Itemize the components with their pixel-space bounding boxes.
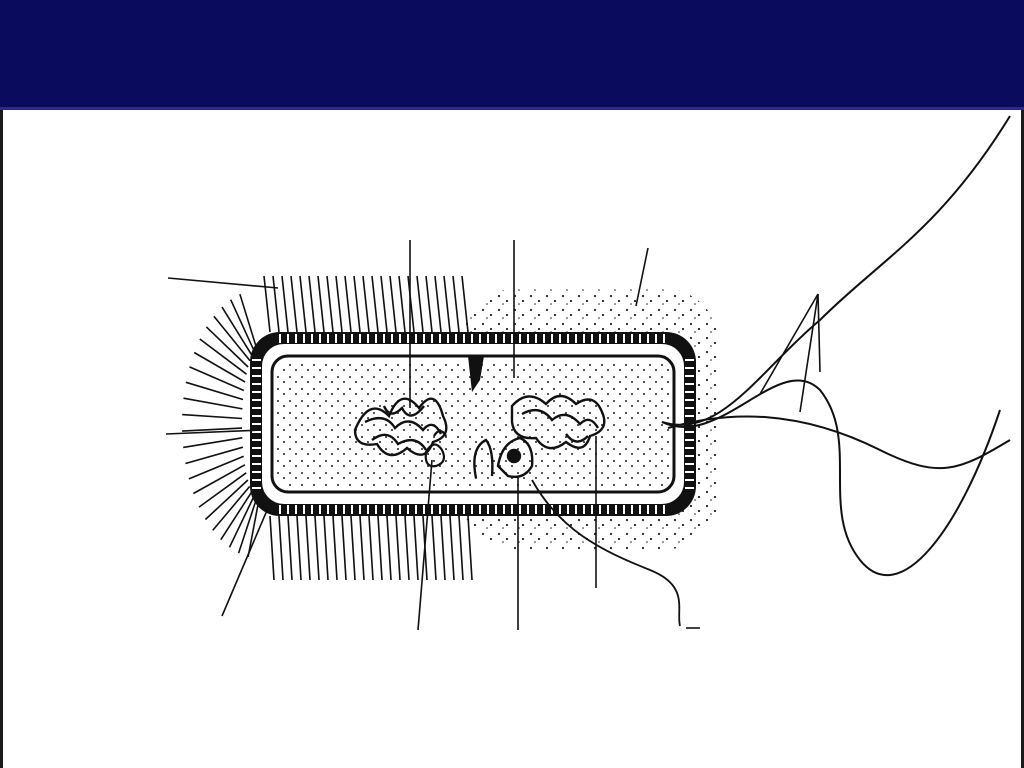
figure-caption	[300, 696, 342, 736]
header-rule	[0, 107, 1024, 110]
bacterial-cell-drawing	[165, 115, 1011, 631]
slide-title	[0, 0, 1024, 110]
nucleoid-left	[353, 397, 448, 457]
figure-frame-right	[1021, 110, 1024, 768]
ordinary-pili	[182, 275, 473, 581]
septum-notch	[468, 356, 484, 392]
figure-frame-left	[0, 110, 3, 768]
diagram-figure	[0, 110, 1024, 768]
callout-leaders	[165, 240, 821, 631]
slide-header	[0, 0, 1024, 110]
plasmid-granules	[424, 429, 447, 468]
flagella-strands	[661, 115, 1011, 577]
cytoplasm-area	[276, 360, 670, 488]
sex-pilus-strand	[531, 479, 681, 627]
nucleoid-right	[510, 394, 606, 450]
mesosome-structure	[473, 436, 534, 479]
